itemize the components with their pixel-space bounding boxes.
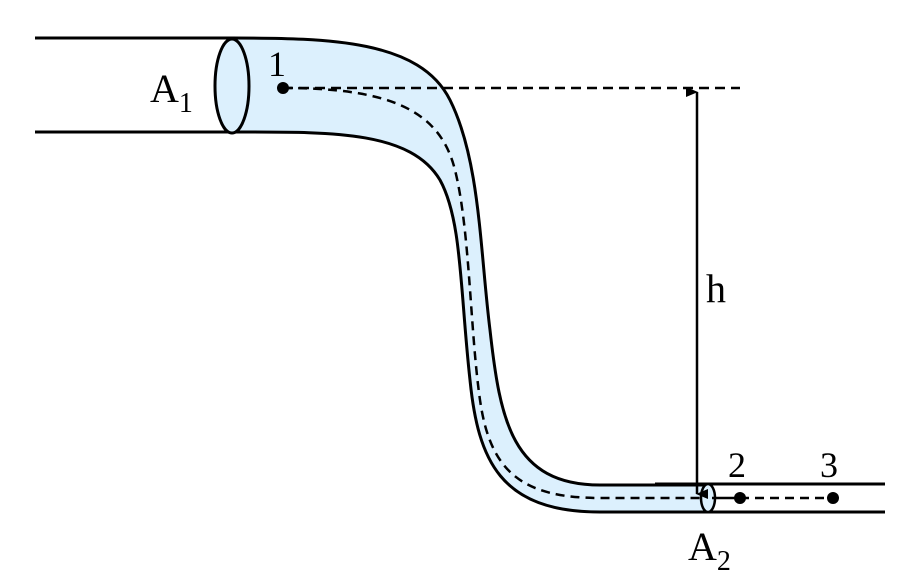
tube-outer-edge (231, 36, 708, 487)
label-point-3: 3 (820, 445, 838, 485)
fluid-stream-tube (232, 38, 708, 512)
point-2-dot (734, 492, 746, 504)
tube-inner-edge (231, 130, 708, 514)
inlet-cross-section-a1 (213, 37, 251, 135)
label-point-1: 1 (268, 44, 286, 84)
label-point-2: 2 (728, 445, 746, 485)
label-a1: A1 (150, 66, 193, 119)
point-1-dot (277, 82, 289, 94)
point-3-dot (827, 492, 839, 504)
streamline (282, 86, 705, 500)
label-height: h (706, 266, 726, 311)
label-a2: A2 (688, 524, 731, 577)
